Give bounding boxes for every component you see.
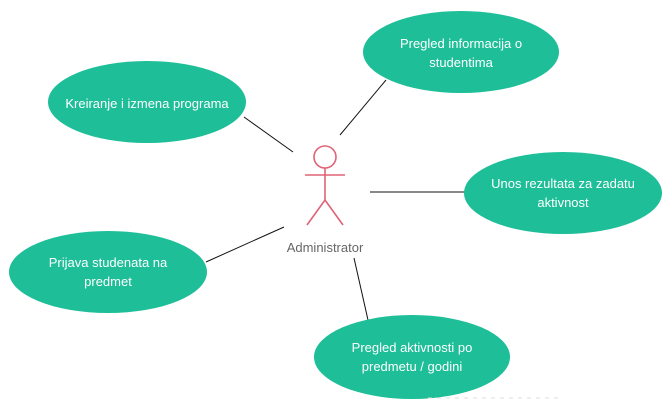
actor-label: Administrator xyxy=(286,240,364,255)
usecase-label-pregled-info: Pregled informacija o studentima xyxy=(399,36,523,70)
actor-head xyxy=(313,145,337,169)
usecase-ellipse-unos xyxy=(464,152,662,234)
association-line-pregled-info xyxy=(339,79,387,136)
actor-icon xyxy=(305,145,345,226)
usecase-label-pregled-aktivnosti: Pregled aktivnosti po predmetu / godini xyxy=(351,340,473,374)
usecase-label-prijava: Prijava studenata na predmet xyxy=(48,255,168,289)
association-line-prijava xyxy=(205,226,285,263)
actor-right-leg xyxy=(324,199,344,226)
usecase-label-kreiranje: Kreiranje i izmena programa xyxy=(65,95,229,111)
usecase-ellipse-kreiranje xyxy=(48,61,246,143)
usecase-ellipse-pregled-aktivnosti xyxy=(314,315,510,399)
usecase-label-unos: Unos rezultata za zadatu aktivnost xyxy=(491,176,635,210)
association-line-pregled-aktivnosti xyxy=(353,257,369,321)
actor-left-leg xyxy=(306,199,326,226)
usecase-ellipse-pregled-info xyxy=(363,11,559,93)
association-line-kreiranje xyxy=(243,116,294,153)
usecase-ellipse-prijava xyxy=(9,231,207,313)
